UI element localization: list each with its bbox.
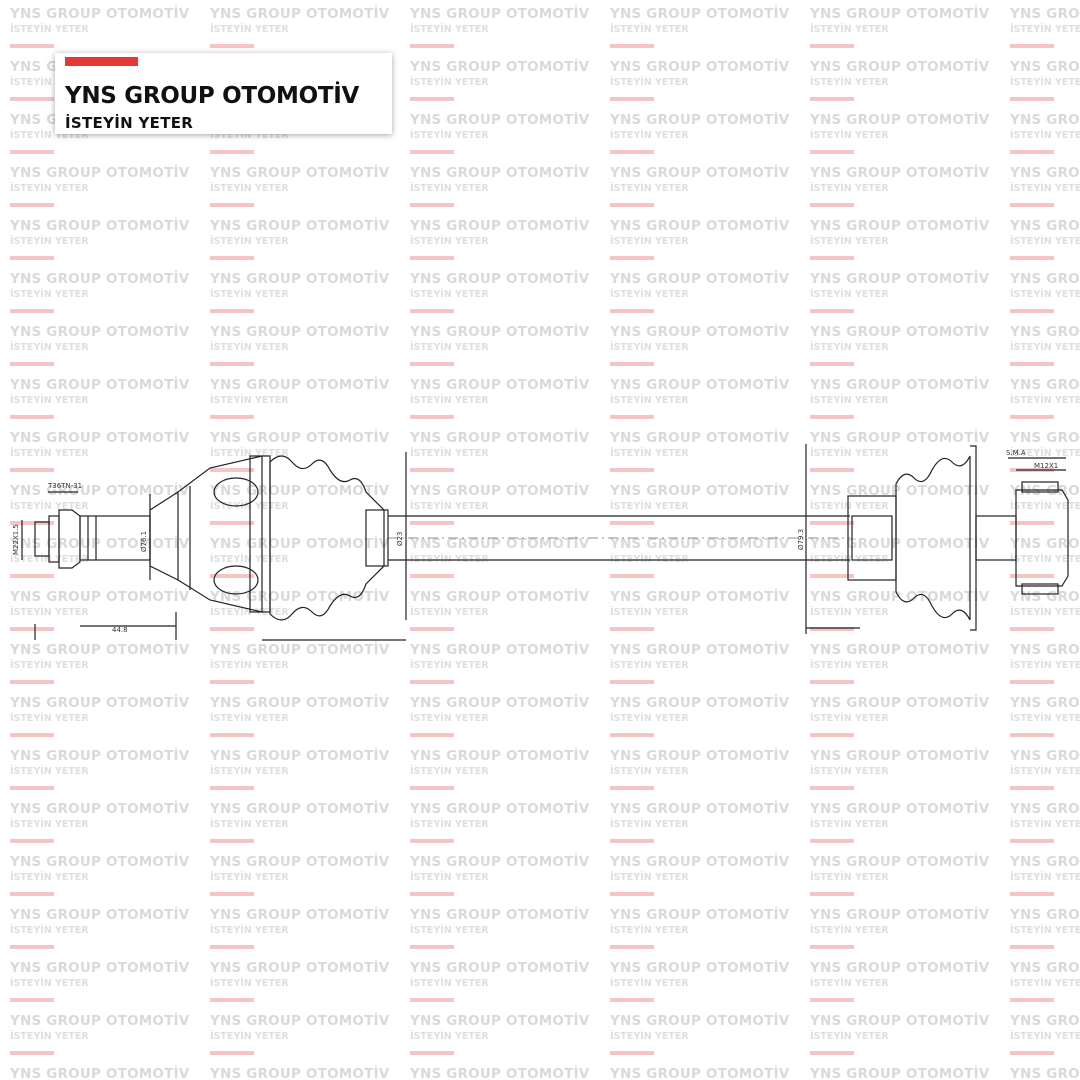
drive-shaft-outline — [21, 444, 1069, 641]
dim-left-vertical-label: M22X1.5 — [12, 524, 20, 555]
brand-title: YNS GROUP OTOMOTİV — [65, 83, 360, 109]
dim-cv-vertical-label: Ø76.1 — [140, 531, 148, 552]
dim-left-bottom-label: 44.8 — [112, 626, 128, 634]
cv-ball — [213, 477, 259, 507]
brand-card: YNS GROUP OTOMOTİV İSTEYİN YETER — [55, 53, 392, 134]
left-thread-end — [34, 521, 50, 557]
left-hex-nut — [58, 509, 81, 569]
left-boot-clamp — [365, 509, 389, 567]
brand-accent-bar — [65, 57, 138, 66]
right-boot-clamp — [847, 495, 897, 581]
right-hex-nut — [1015, 489, 1069, 587]
dim-right-top-label-1: S.M.A — [1006, 449, 1026, 457]
dim-right-vertical-label: Ø79.3 — [797, 529, 805, 550]
left-boot — [269, 455, 385, 621]
right-boot — [895, 455, 971, 621]
dim-right-top-label-2: M12X1 — [1034, 462, 1058, 470]
right-spline-shaft — [975, 515, 1017, 561]
brand-subtitle: İSTEYİN YETER — [65, 114, 194, 132]
dim-shaft-vertical-label: Ø23 — [396, 532, 404, 546]
spline-label: T36TN-31 — [47, 482, 82, 490]
left-thread-collar — [48, 515, 60, 563]
